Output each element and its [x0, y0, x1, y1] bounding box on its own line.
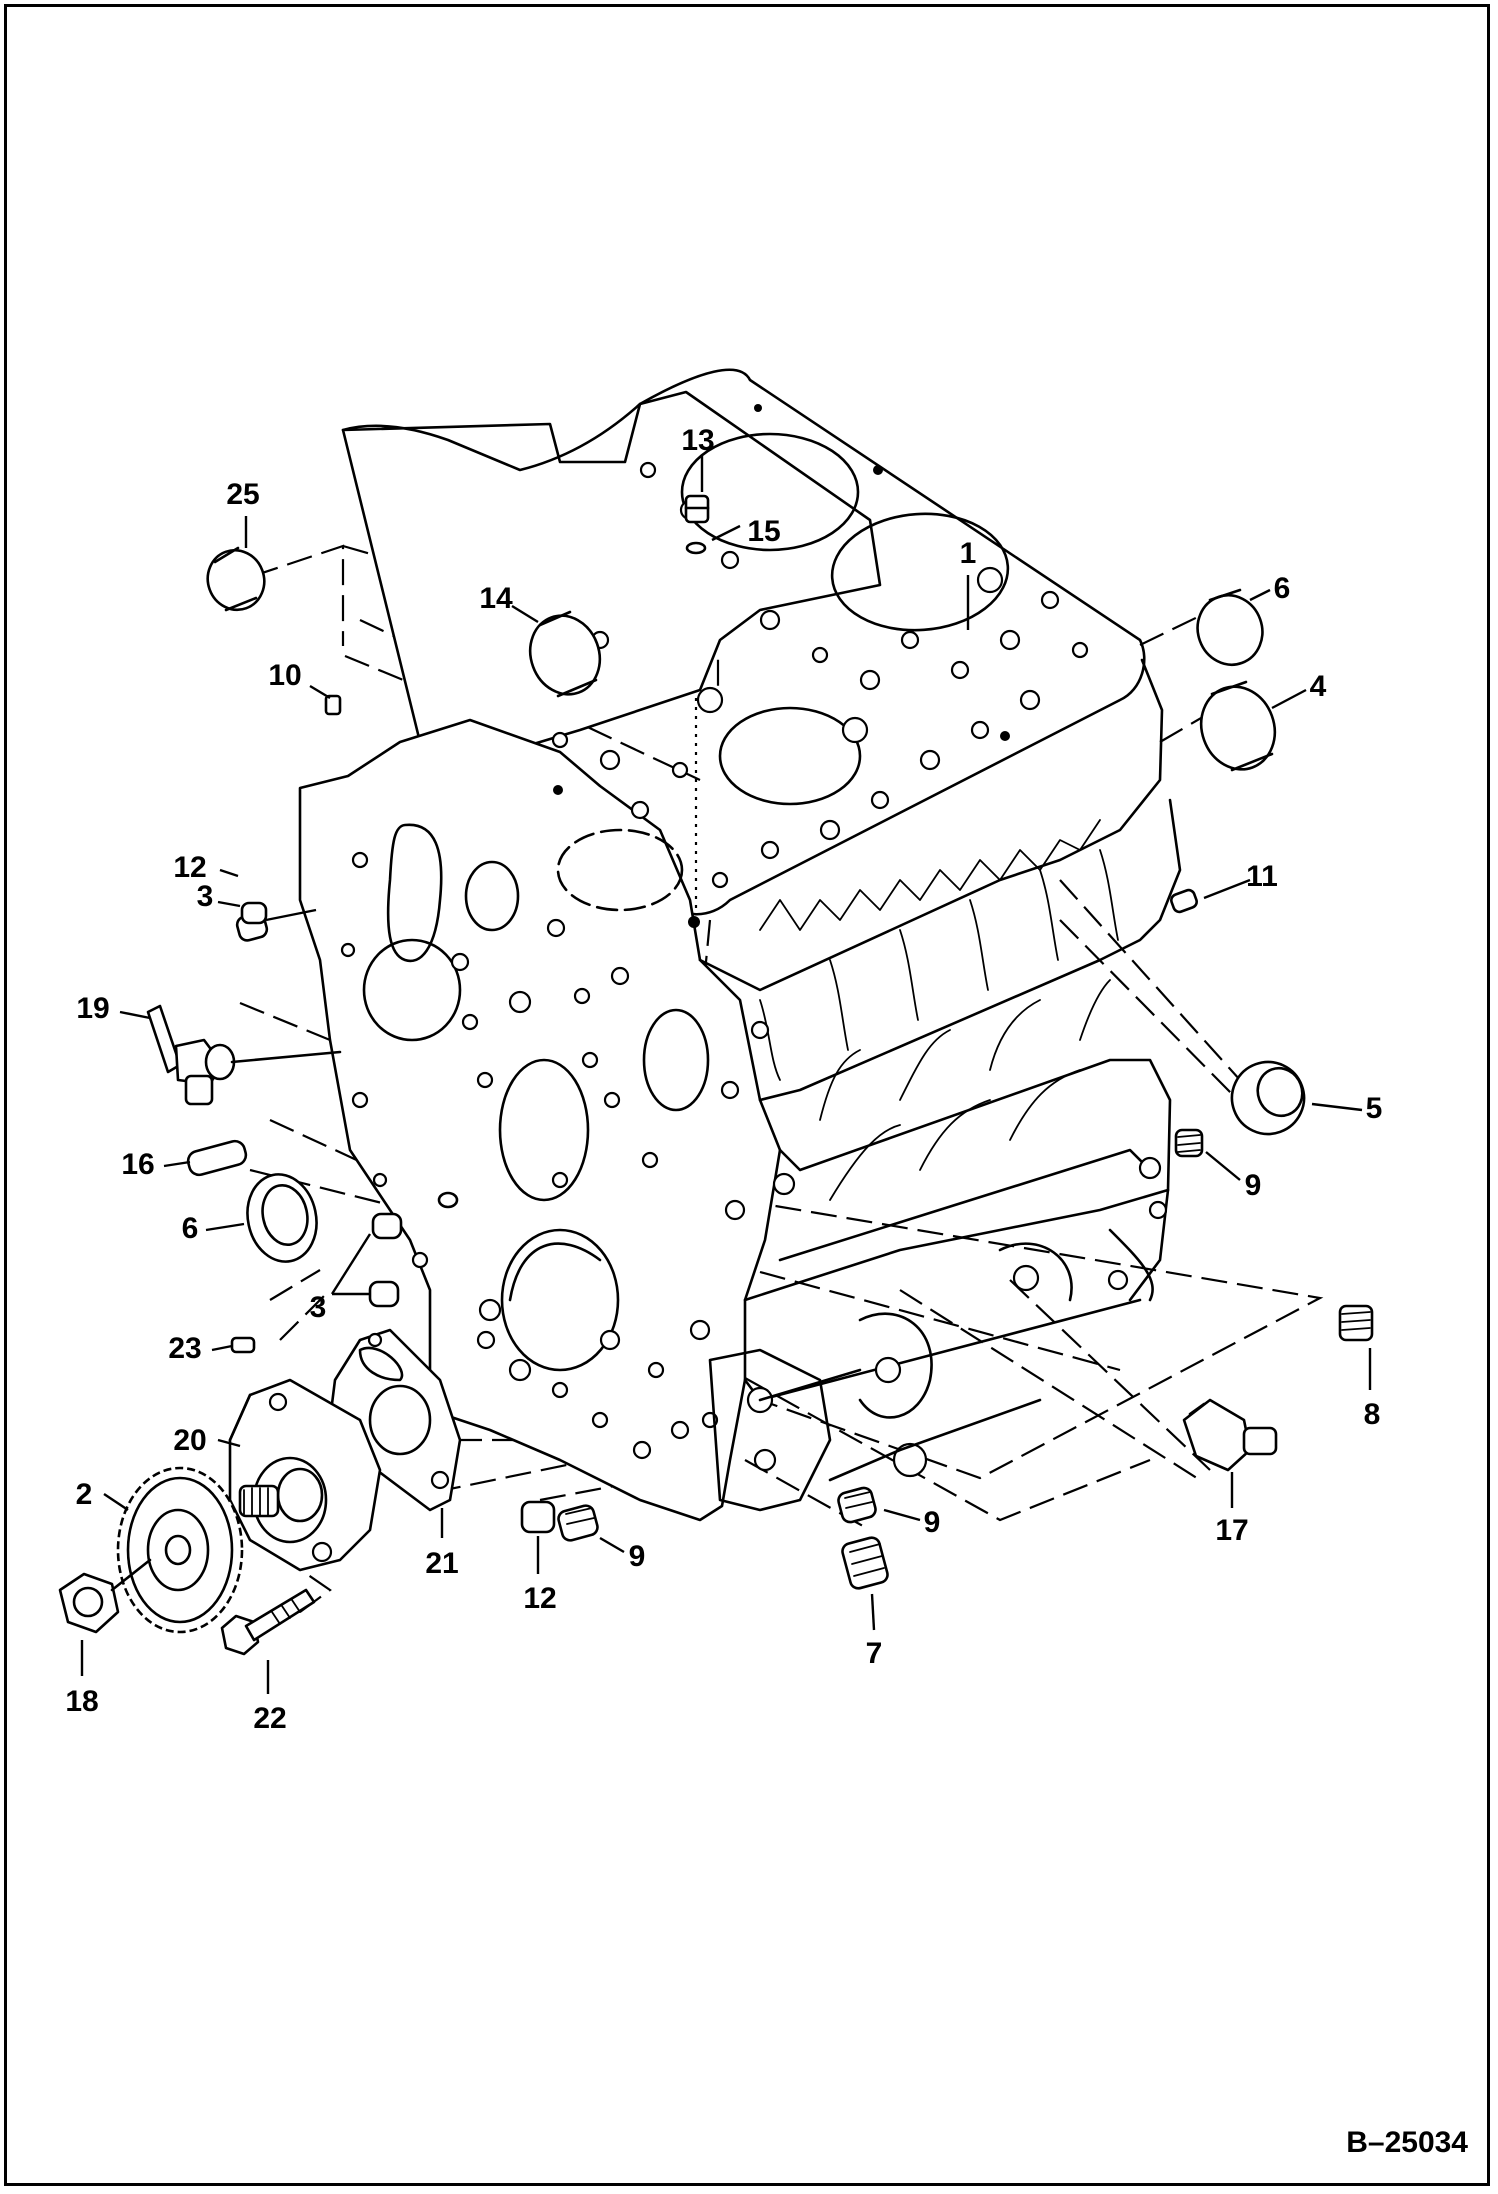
- part-9-plug-lower: [557, 1504, 599, 1542]
- part-10-dowel: [324, 694, 342, 716]
- part-19-oil-switch: [146, 1004, 342, 1106]
- part-13-plug: [684, 494, 710, 524]
- part-9-plug-middle: [837, 1486, 877, 1524]
- part-14-plug: [528, 610, 602, 698]
- callout-3: 3: [310, 1291, 327, 1324]
- part-3-dowels-lower: [368, 1212, 403, 1308]
- reference-number: B–25034: [1346, 2126, 1468, 2159]
- leader-lines: [80, 456, 1372, 1694]
- callout-25: 25: [226, 478, 259, 511]
- part-5-seal: [1230, 1060, 1306, 1136]
- part-6-plug-upper: [1196, 588, 1264, 666]
- part-7-plug: [841, 1536, 889, 1590]
- callout-9: 9: [629, 1540, 646, 1573]
- callout-12: 12: [173, 851, 206, 884]
- callout-2: 2: [76, 1478, 93, 1511]
- part-23-key: [230, 1336, 256, 1354]
- callout-9: 9: [924, 1506, 941, 1539]
- part-11-dowel: [1170, 888, 1198, 914]
- part-21-gasket: [328, 1328, 462, 1512]
- callout-16: 16: [121, 1148, 154, 1181]
- callout-14: 14: [479, 582, 513, 615]
- callout-9: 9: [1245, 1169, 1262, 1202]
- part-12-bush-lower: [520, 1500, 556, 1534]
- callout-10: 10: [268, 659, 301, 692]
- part-4-plug: [1199, 680, 1277, 772]
- part-15-o-ring: [685, 541, 707, 555]
- callout-22: 22: [253, 1702, 286, 1735]
- part-22-bolt: [220, 1588, 316, 1656]
- part-16-pin: [186, 1139, 248, 1177]
- part-9-plug-right: [1174, 1128, 1204, 1158]
- part-8-plug: [1338, 1304, 1374, 1342]
- part-3-dowel-upper: [240, 901, 268, 925]
- callout-13: 13: [681, 424, 714, 457]
- part-17-sensor: [1182, 1398, 1278, 1472]
- callout-5: 5: [1366, 1092, 1383, 1125]
- part-20-oil-pump: [228, 1378, 382, 1572]
- callout-6: 6: [182, 1212, 199, 1245]
- part-25-plug: [206, 546, 266, 612]
- callout-4: 4: [1310, 670, 1327, 703]
- cylinder-block: [298, 368, 1182, 1522]
- callout-8: 8: [1364, 1398, 1381, 1431]
- callout-1: 1: [960, 537, 977, 570]
- callout-20: 20: [173, 1424, 206, 1457]
- callout-12: 12: [523, 1582, 556, 1615]
- callout-19: 19: [76, 992, 109, 1025]
- callout-3: 3: [197, 880, 214, 913]
- callout-18: 18: [65, 1685, 98, 1718]
- callout-17: 17: [1215, 1514, 1248, 1547]
- part-2-gear: [116, 1466, 244, 1634]
- callout-11: 11: [1246, 860, 1278, 893]
- callout-labels: 1233456678999101112121314151617181920212…: [65, 424, 1382, 1735]
- callout-21: 21: [425, 1547, 458, 1580]
- callout-6: 6: [1274, 572, 1291, 605]
- callout-15: 15: [747, 515, 780, 548]
- part-6-oil-seal-lower: [246, 1173, 318, 1263]
- callout-7: 7: [866, 1637, 883, 1670]
- part-18-nut: [58, 1558, 152, 1634]
- callout-23: 23: [168, 1332, 201, 1365]
